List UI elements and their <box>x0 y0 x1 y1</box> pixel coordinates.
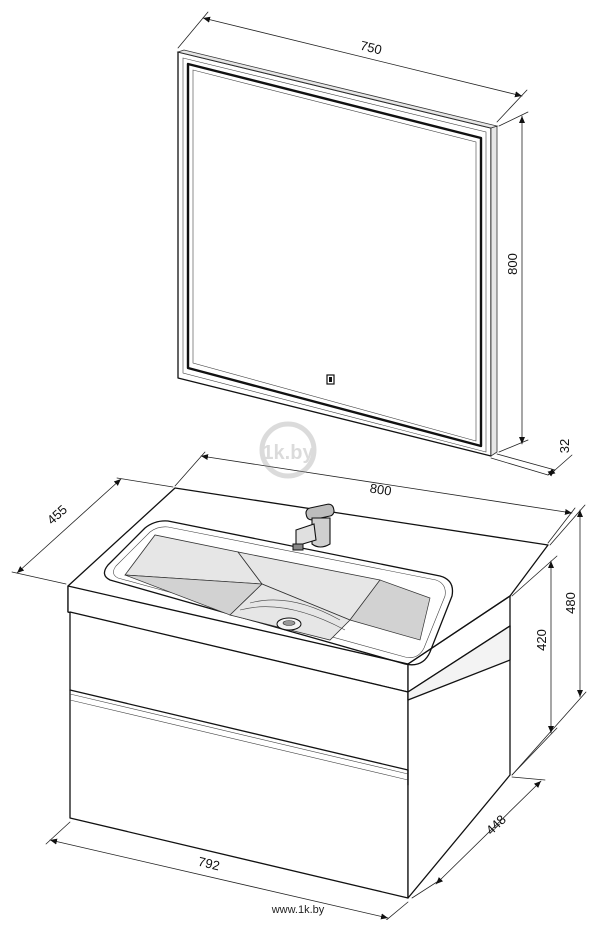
dimension-label-800-height: 800 <box>505 253 520 275</box>
dimension-mirror-width: 750 <box>177 11 528 123</box>
dimension-label-455: 455 <box>44 502 70 528</box>
dimension-mirror-depth: 32 <box>490 439 573 477</box>
touch-switch-icon <box>326 374 335 385</box>
dimension-label-480: 480 <box>563 592 578 614</box>
dimension-cabinet-width: 792 <box>45 821 409 923</box>
watermark-logo-text: 1k.by <box>262 442 314 464</box>
dimension-label-420: 420 <box>534 629 549 651</box>
dimension-label-800-width: 800 <box>369 480 393 498</box>
dimension-total-height: 480 <box>511 504 587 776</box>
dimension-sink-width: 800 <box>174 451 576 544</box>
dimension-label-792: 792 <box>197 854 222 873</box>
watermark-url: www.1k.by <box>271 904 325 916</box>
dimension-label-750: 750 <box>359 38 384 58</box>
dimension-mirror-height: 800 <box>498 111 529 453</box>
dimension-label-32: 32 <box>557 439 572 453</box>
mirror <box>176 49 499 457</box>
cabinet <box>69 611 511 899</box>
watermark-logo: 1k.by <box>259 421 317 479</box>
dimension-cabinet-height: 420 <box>511 555 558 776</box>
